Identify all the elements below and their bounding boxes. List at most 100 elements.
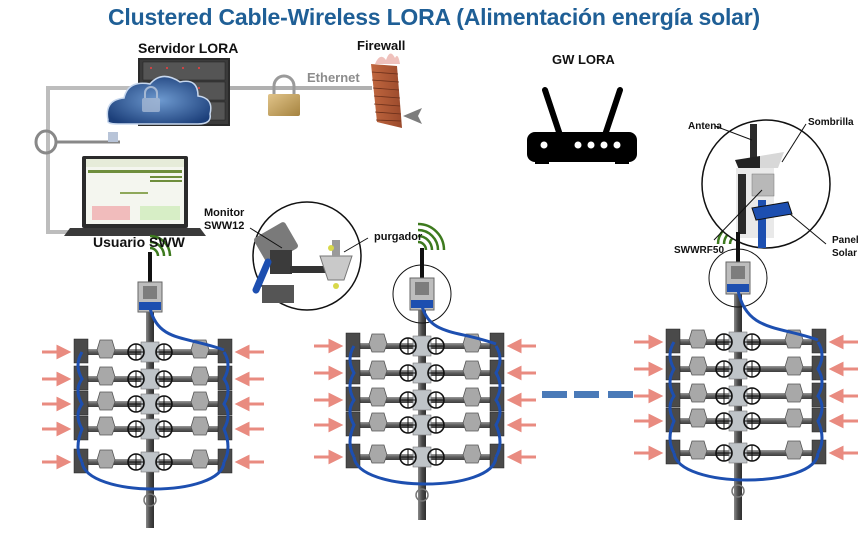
handwheel-spokes: [428, 365, 444, 381]
handwheel-spokes: [400, 365, 416, 381]
sombrilla-label: Sombrilla: [808, 117, 854, 128]
purgador-valve: [190, 391, 210, 411]
inlet-arrow-icon: [314, 338, 344, 354]
handwheel-spokes: [400, 449, 416, 465]
handwheel-spokes: [156, 421, 172, 437]
diagram-title: Clustered Cable-Wireless LORA (Alimentac…: [108, 4, 760, 30]
purgador-valve: [190, 366, 210, 386]
signal-cable: [736, 289, 819, 342]
key-icon: [34, 129, 120, 155]
ellipsis-dashes: [542, 391, 633, 398]
firewall-icon: [371, 53, 402, 128]
inlet-arrow-icon: [634, 413, 664, 429]
monitor-device: [665, 328, 681, 354]
purgador-valve: [784, 408, 804, 428]
manifold-row: [634, 407, 858, 433]
arrow-head-icon: [403, 108, 422, 124]
purgador-valve: [368, 387, 388, 407]
inlet-arrow-icon: [234, 454, 264, 470]
inlet-arrow-icon: [634, 388, 664, 404]
monitor-label: Monitor SWW12: [204, 207, 244, 233]
solar-panel: [139, 302, 161, 310]
inlet-arrow-icon: [42, 371, 72, 387]
inlet-arrow-icon: [828, 388, 858, 404]
monitor-label-line2: SWW12: [204, 220, 245, 232]
handwheel-spokes: [400, 392, 416, 408]
inlet-arrow-icon: [42, 421, 72, 437]
purgador-valve: [462, 387, 482, 407]
signal-cable: [494, 345, 502, 458]
handwheel-spokes: [744, 334, 760, 350]
cluster-3: [634, 232, 858, 520]
wireless-signal-icon: [149, 234, 172, 257]
handwheel-spokes: [716, 361, 732, 377]
handwheel-spokes: [128, 371, 144, 387]
manifold-row: [42, 365, 264, 391]
monitor-device: [811, 328, 827, 354]
purgador-valve: [462, 444, 482, 464]
antenna: [148, 252, 152, 282]
monitor-device: [217, 338, 233, 364]
purgador-valve: [462, 360, 482, 380]
inlet-arrow-icon: [634, 334, 664, 350]
signal-cable: [420, 305, 497, 346]
panel-label-line2: Solar: [832, 248, 858, 259]
manifold-row: [314, 386, 536, 412]
purgador-valve: [96, 391, 116, 411]
purgador-label: purgador: [374, 231, 423, 243]
inlet-arrow-icon: [42, 396, 72, 412]
unit-display: [143, 286, 157, 299]
monitor-device: [73, 338, 89, 364]
highlight-circle: [392, 264, 452, 324]
purgador-valve: [688, 408, 708, 428]
signal-cable: [668, 341, 676, 454]
manifold-row: [634, 328, 858, 354]
padlock-icon: [268, 74, 300, 116]
handwheel-spokes: [428, 417, 444, 433]
purgador-valve: [688, 440, 708, 460]
purgador-valve: [688, 356, 708, 376]
inlet-arrow-icon: [234, 371, 264, 387]
manifold-row: [42, 415, 264, 441]
manifold-row: [314, 443, 536, 469]
highlight-circle: [708, 248, 768, 308]
antenna: [420, 248, 424, 278]
swwrf50-label: SWWRF50: [674, 245, 724, 256]
purgador-valve: [96, 449, 116, 469]
signal-cable: [148, 307, 225, 352]
purgador-valve: [190, 416, 210, 436]
inlet-arrow-icon: [234, 421, 264, 437]
signal-cable: [76, 351, 84, 463]
solar-panel: [727, 284, 749, 292]
manifold-row: [314, 411, 536, 437]
purgador-valve: [688, 383, 708, 403]
signal-cable: [672, 452, 820, 482]
purgador-valve: [368, 444, 388, 464]
manifold-row: [42, 448, 264, 474]
inlet-arrow-icon: [506, 449, 536, 465]
handwheel-spokes: [744, 361, 760, 377]
handwheel-spokes: [128, 454, 144, 470]
inlet-arrow-icon: [314, 365, 344, 381]
monitor-label-line1: Monitor: [204, 207, 245, 219]
antena-label: Antena: [688, 121, 722, 132]
signal-cable: [80, 461, 226, 491]
manifold-row: [314, 332, 536, 358]
inlet-arrow-icon: [828, 361, 858, 377]
laptop-icon: [64, 156, 206, 236]
drain-valve-icon: [731, 484, 745, 498]
drain-valve-icon: [143, 493, 157, 507]
drain-valve-icon: [415, 488, 429, 502]
purgador-valve: [784, 383, 804, 403]
cloud-lock-icon: [106, 75, 212, 125]
inlet-arrow-icon: [828, 413, 858, 429]
purgador-valve: [96, 366, 116, 386]
monitor-device: [345, 332, 361, 358]
detail-circle-antenna: [701, 119, 831, 249]
handwheel-spokes: [156, 454, 172, 470]
server-label: Servidor LORA: [138, 40, 239, 56]
wireless-signal-icon: [417, 222, 446, 251]
handwheel-spokes: [428, 338, 444, 354]
inlet-arrow-icon: [506, 417, 536, 433]
inlet-arrow-icon: [42, 454, 72, 470]
